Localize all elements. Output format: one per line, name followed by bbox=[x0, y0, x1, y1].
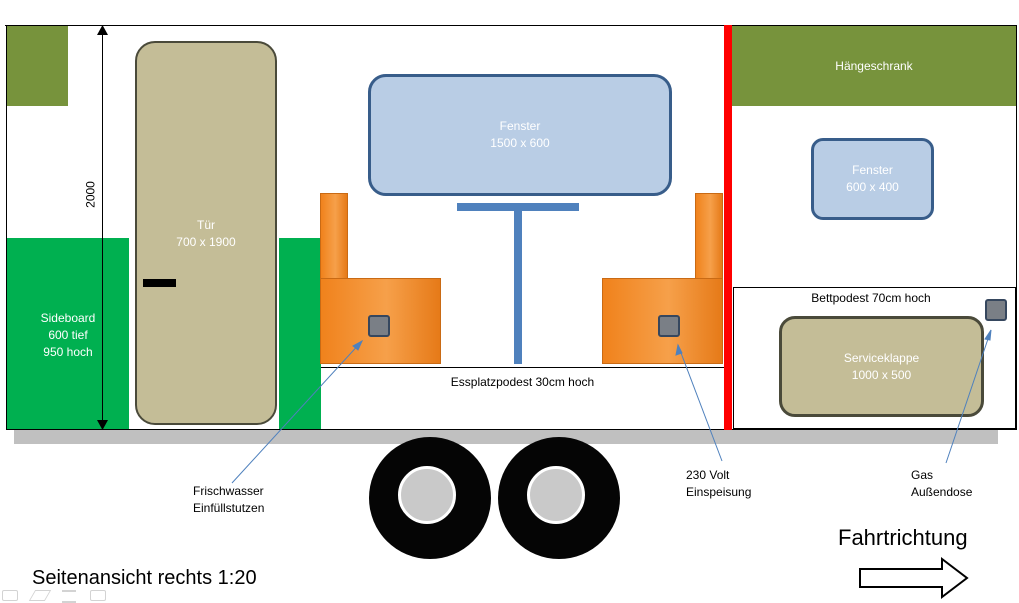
arrow-bottom bbox=[97, 420, 108, 430]
direction-label: Fahrtrichtung bbox=[838, 525, 968, 550]
slide-toolbar bbox=[2, 590, 132, 603]
overhead-cabinet-label: Hängeschrank bbox=[835, 58, 913, 73]
callout-line-power bbox=[677, 344, 723, 462]
height-dimension-line bbox=[102, 27, 103, 428]
window-small-size: 600 x 400 bbox=[846, 180, 899, 194]
gas-line2: Außendose bbox=[911, 485, 973, 499]
callout-line-fresh-water bbox=[231, 340, 363, 484]
bed-platform-label: Bettpodest 70cm hoch bbox=[811, 291, 931, 305]
top-left-cabinet bbox=[7, 26, 68, 106]
dining-platform-label: Essplatzpodest 30cm hoch bbox=[450, 375, 595, 389]
chassis-bar bbox=[14, 430, 998, 444]
sideboard-height: 950 hoch bbox=[43, 344, 93, 359]
seat-right-backrest bbox=[695, 193, 723, 281]
wheel-rear-hub bbox=[527, 466, 585, 524]
sideboard-label: Sideboard 600 tief 950 hoch bbox=[10, 305, 126, 365]
power-inlet bbox=[658, 315, 680, 337]
wheel-front-hub bbox=[398, 466, 456, 524]
window-large: Fenster 1500 x 600 bbox=[368, 74, 672, 196]
power-label: 230 Volt Einspeisung bbox=[686, 467, 751, 501]
menu-icon[interactable] bbox=[62, 590, 76, 603]
right-compartment-outline bbox=[732, 25, 1017, 430]
gas-label: Gas Außendose bbox=[911, 467, 972, 501]
vehicle-body-outline bbox=[6, 25, 725, 430]
door-title: Tür bbox=[197, 218, 215, 232]
fresh-water-line2: Einfüllstutzen bbox=[193, 501, 265, 515]
gas-line1: Gas bbox=[911, 468, 934, 482]
fresh-water-inlet bbox=[368, 315, 390, 337]
callout-line-gas bbox=[945, 329, 992, 464]
back-icon[interactable] bbox=[2, 590, 18, 601]
window-small-title: Fenster bbox=[852, 163, 893, 177]
pen-icon[interactable] bbox=[28, 590, 52, 601]
door-size: 700 x 1900 bbox=[176, 235, 236, 249]
power-line2: Einspeisung bbox=[686, 485, 752, 499]
direction-arrow-icon bbox=[859, 557, 969, 599]
gas-socket bbox=[985, 299, 1007, 321]
caption: Seitenansicht rechts 1:20 bbox=[32, 567, 257, 589]
sideboard-right bbox=[279, 238, 321, 429]
overhead-cabinet: Hängeschrank bbox=[732, 26, 1016, 106]
bed-platform bbox=[733, 287, 1016, 429]
door-handle bbox=[143, 279, 176, 287]
fresh-water-line1: Frischwasser bbox=[193, 484, 264, 498]
door: Tür 700 x 1900 bbox=[135, 41, 277, 425]
dining-platform bbox=[321, 367, 724, 429]
sideboard-depth: 600 tief bbox=[48, 327, 88, 342]
fresh-water-label: Frischwasser Einfüllstutzen bbox=[193, 483, 264, 517]
service-hatch-title: Serviceklappe bbox=[843, 350, 920, 365]
callout-arrow-fresh-water bbox=[352, 339, 364, 351]
table-leg bbox=[514, 211, 522, 364]
window-large-size: 1500 x 600 bbox=[490, 136, 550, 150]
service-hatch-size: 1000 x 500 bbox=[851, 367, 912, 382]
callout-arrow-gas bbox=[984, 329, 992, 341]
arrow-top bbox=[97, 25, 108, 35]
sideboard-left bbox=[7, 238, 129, 429]
table-top bbox=[457, 203, 579, 211]
window-large-title: Fenster bbox=[499, 119, 541, 133]
forward-icon[interactable] bbox=[90, 590, 106, 601]
height-dimension-arrows bbox=[97, 25, 108, 430]
callout-arrow-power bbox=[675, 343, 683, 356]
power-line1: 230 Volt bbox=[686, 468, 730, 482]
window-small: Fenster 600 x 400 bbox=[811, 138, 934, 220]
sideboard-title: Sideboard bbox=[40, 310, 96, 325]
service-hatch: Serviceklappe 1000 x 500 bbox=[779, 316, 984, 417]
divider-red bbox=[724, 25, 732, 430]
